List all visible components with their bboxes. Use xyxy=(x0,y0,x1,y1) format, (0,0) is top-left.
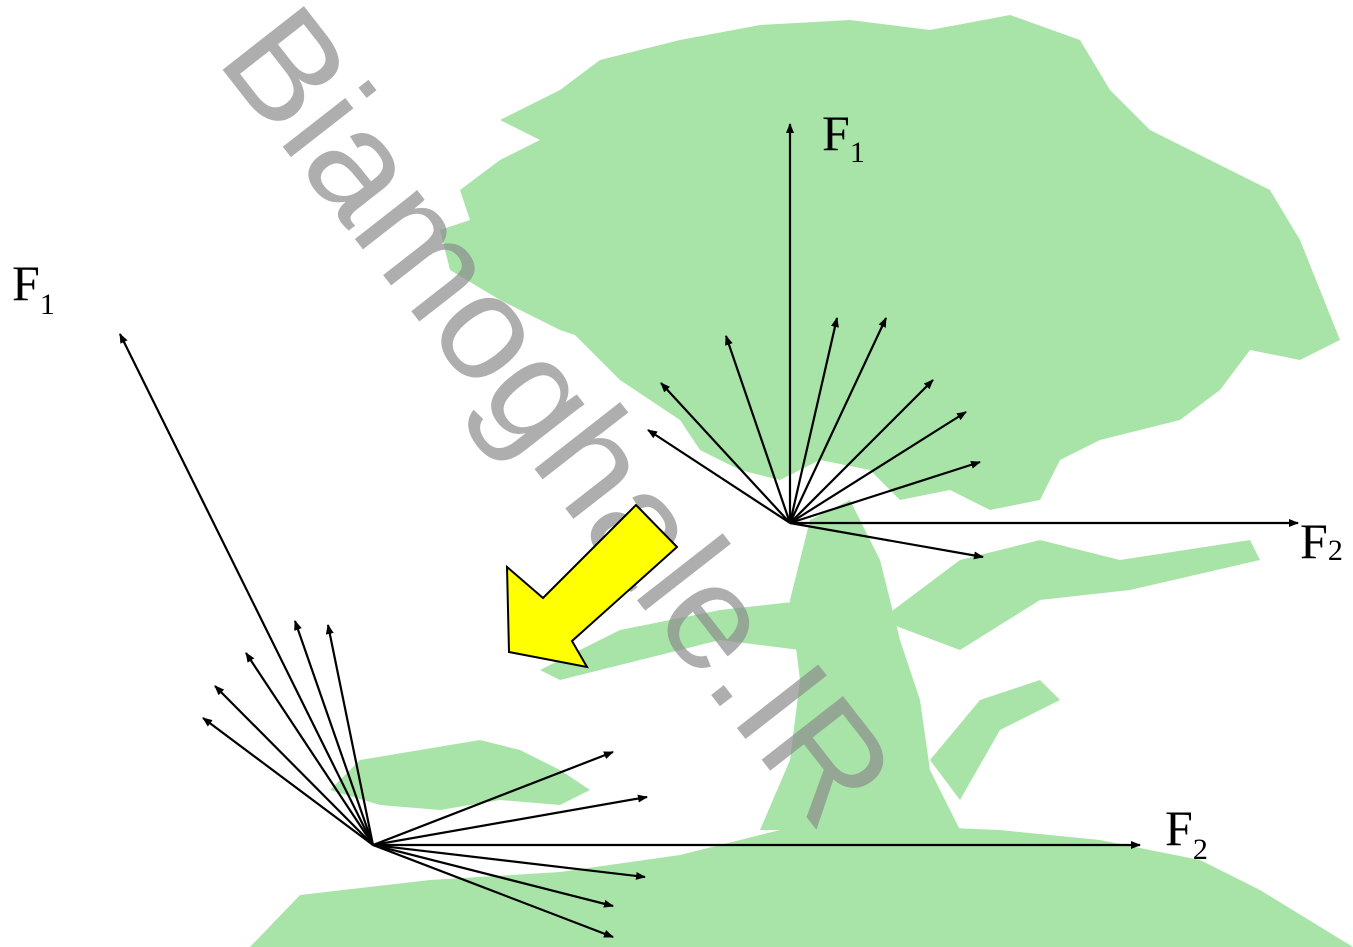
vector-lower xyxy=(214,685,374,846)
vector-lower xyxy=(202,717,374,846)
vector-upper xyxy=(788,317,839,524)
vector-lower xyxy=(293,620,375,846)
vector-upper xyxy=(647,429,791,524)
vector-upper xyxy=(724,335,792,524)
vector-upper xyxy=(789,379,934,524)
vector-lower xyxy=(372,794,648,847)
canopy-shape xyxy=(460,15,1340,510)
vector-lower xyxy=(372,843,614,939)
axis-label-f2-lower: F2 xyxy=(1165,800,1208,866)
axis-f1-lower xyxy=(119,333,374,846)
vector-lower xyxy=(372,843,646,880)
branch-shape-low xyxy=(930,680,1060,800)
axis-label-f1-lower: F1 xyxy=(12,255,55,321)
trunk-shape xyxy=(760,500,960,830)
tree-silhouette xyxy=(250,15,1353,947)
axis-label-f1-upper: F1 xyxy=(822,105,865,169)
vector-lower xyxy=(372,843,614,908)
vector-upper xyxy=(789,521,984,560)
vector-upper xyxy=(789,460,981,525)
vector-lower xyxy=(245,652,374,846)
vector-lower xyxy=(325,624,375,846)
branch-shape-right xyxy=(880,540,1260,650)
vector-upper xyxy=(660,382,791,524)
axis-label-f2-upper: F2 xyxy=(1300,513,1343,569)
vector-upper xyxy=(789,317,887,524)
arrow-down-left-icon xyxy=(505,503,679,669)
canopy-shape-left xyxy=(440,210,640,350)
vector-upper xyxy=(789,411,967,524)
shrub-shape xyxy=(330,740,590,810)
lower-diagram xyxy=(119,333,1141,939)
branch-shape-left xyxy=(540,600,810,680)
ground-shape xyxy=(250,825,1353,947)
upper-diagram xyxy=(647,123,1299,560)
vector-lower xyxy=(372,750,614,847)
